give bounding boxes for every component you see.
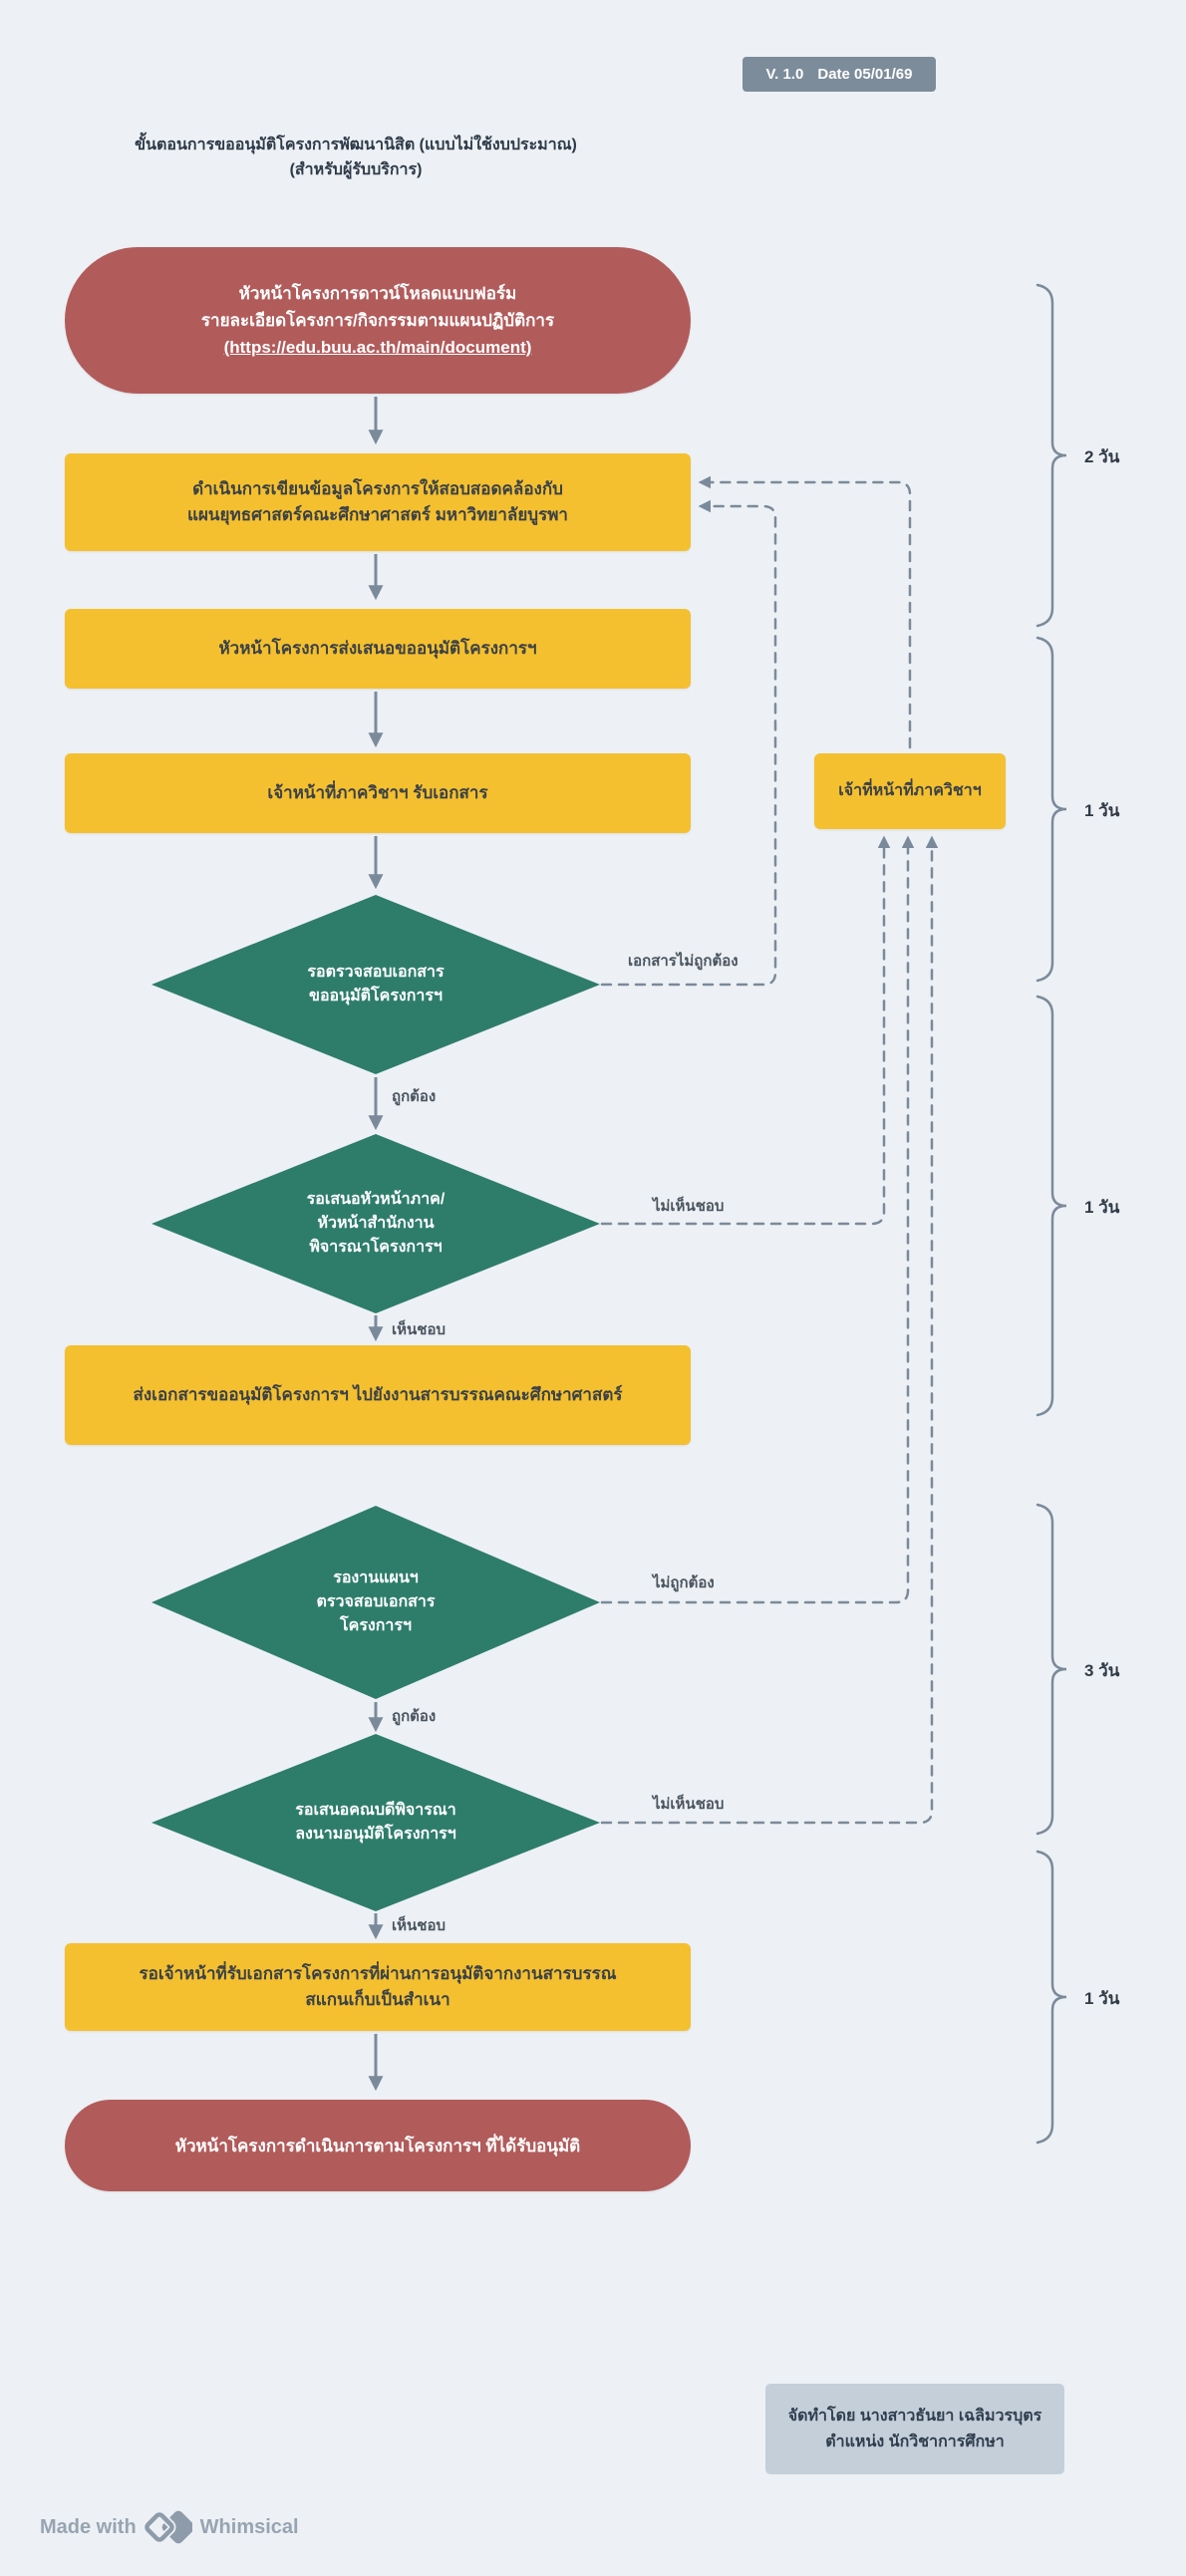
edge-label-disapprove-1: ไม่เห็นชอบ bbox=[653, 1198, 725, 1215]
duration-2: 1 วัน bbox=[1084, 801, 1120, 820]
receive-docs-label: เจ้าหน้าที่ภาควิชาฯ รับเอกสาร bbox=[267, 783, 488, 802]
scan-copy-line-1: รอเจ้าหน้าที่รับเอกสารโครงการที่ผ่านการอ… bbox=[139, 1964, 617, 1983]
duration-braces bbox=[1036, 283, 1067, 2145]
edge-label-incorrect-2: ไม่ถูกต้อง bbox=[653, 1574, 715, 1591]
write-project-line-1: ดำเนินการเขียนข้อมูลโครงการให้สอบสอดคล้อ… bbox=[192, 479, 563, 498]
node-write-project: ดำเนินการเขียนข้อมูลโครงการให้สอบสอดคล้อ… bbox=[65, 453, 691, 551]
duration-3: 1 วัน bbox=[1084, 1198, 1120, 1217]
document-link[interactable]: (https://edu.buu.ac.th/main/document) bbox=[223, 338, 532, 357]
attribution-box: จัดทำโดย นางสาวธันยา เฉลิมวรบุตร ตำแหน่ง… bbox=[765, 2384, 1064, 2474]
title-line-2: (สำหรับผู้รับบริการ) bbox=[289, 161, 423, 178]
edge-label-correct-1: ถูกต้อง bbox=[392, 1088, 437, 1105]
page-title: ขั้นตอนการขออนุมัติโครงการพัฒนานิสิต (แบ… bbox=[57, 133, 655, 182]
duration-4: 3 วัน bbox=[1084, 1661, 1120, 1680]
start-line-2: รายละเอียดโครงการ/กิจกรรมตามแผนปฏิบัติกา… bbox=[200, 311, 555, 330]
submit-label: หัวหน้าโครงการส่งเสนอขออนุมัติโครงการฯ bbox=[218, 639, 537, 658]
node-end: หัวหน้าโครงการดำเนินการตามโครงการฯ ที่ได… bbox=[65, 2100, 691, 2191]
duration-5: 1 วัน bbox=[1084, 1989, 1120, 2008]
version-label: V. 1.0 bbox=[765, 66, 804, 83]
plan-check-line-1: รองานแผนฯ bbox=[333, 1570, 419, 1586]
head-review-line-3: พิจารณาโครงการฯ bbox=[309, 1239, 443, 1256]
node-send-docs: ส่งเอกสารขออนุมัติโครงการฯ ไปยังงานสารบร… bbox=[65, 1345, 691, 1445]
made-with-label: Made with bbox=[40, 2515, 137, 2538]
edge-label-correct-2: ถูกต้อง bbox=[392, 1708, 437, 1725]
title-line-1: ขั้นตอนการขออนุมัติโครงการพัฒนานิสิต (แบ… bbox=[135, 137, 577, 153]
end-label: หัวหน้าโครงการดำเนินการตามโครงการฯ ที่ได… bbox=[174, 2136, 581, 2155]
scan-copy-line-2: สแกนเก็บเป็นสำเนา bbox=[305, 1990, 450, 2009]
node-scan-copy: รอเจ้าหน้าที่รับเอกสารโครงการที่ผ่านการอ… bbox=[65, 1943, 691, 2031]
node-start: หัวหน้าโครงการดาวน์โหลดแบบฟอร์ม รายละเอี… bbox=[65, 247, 691, 394]
head-review-line-1: รอเสนอหัวหน้าภาค/ bbox=[306, 1191, 445, 1208]
decision-head-review: รอเสนอหัวหน้าภาค/ หัวหน้าสำนักงาน พิจารณ… bbox=[151, 1134, 600, 1313]
decision-dean-review: รอเสนอคณบดีพิจารณา ลงนามอนุมัติโครงการฯ bbox=[151, 1734, 600, 1911]
version-badge: V. 1.0 Date 05/01/69 bbox=[742, 57, 936, 92]
attribution-line-1: จัดทำโดย นางสาวธันยา เฉลิมวรบุตร bbox=[787, 2407, 1042, 2425]
plan-check-line-2: ตรวจสอบเอกสาร bbox=[316, 1593, 436, 1610]
edge-label-approve-1: เห็นชอบ bbox=[392, 1321, 445, 1338]
node-receive-docs: เจ้าหน้าที่ภาควิชาฯ รับเอกสาร bbox=[65, 753, 691, 833]
dean-review-line-1: รอเสนอคณบดีพิจารณา bbox=[295, 1802, 456, 1819]
edge-label-approve-2: เห็นชอบ bbox=[392, 1917, 445, 1934]
decision-check-docs: รอตรวจสอบเอกสาร ขออนุมัติโครงการฯ bbox=[151, 895, 600, 1074]
date-label: Date 05/01/69 bbox=[817, 66, 913, 83]
send-docs-label: ส่งเอกสารขออนุมัติโครงการฯ ไปยังงานสารบร… bbox=[133, 1385, 623, 1404]
edge-label-disapprove-2: ไม่เห็นชอบ bbox=[653, 1796, 725, 1813]
check-docs-line-1: รอตรวจสอบเอกสาร bbox=[307, 964, 445, 981]
duration-1: 2 วัน bbox=[1084, 447, 1120, 466]
dept-officer-label: เจ้าที่หน้าที่ภาควิชาฯ bbox=[838, 782, 982, 799]
dean-review-line-2: ลงนามอนุมัติโครงการฯ bbox=[295, 1826, 456, 1843]
whimsical-brand-label[interactable]: Whimsical bbox=[199, 2515, 299, 2538]
footer: Made with Whimsical bbox=[40, 2505, 299, 2549]
plan-check-line-3: โครงการฯ bbox=[340, 1617, 412, 1634]
node-submit: หัวหน้าโครงการส่งเสนอขออนุมัติโครงการฯ bbox=[65, 609, 691, 689]
node-dept-officer: เจ้าที่หน้าที่ภาควิชาฯ bbox=[814, 753, 1006, 829]
whimsical-logo-icon bbox=[144, 2507, 192, 2547]
head-review-line-2: หัวหน้าสำนักงาน bbox=[317, 1215, 435, 1232]
start-line-1: หัวหน้าโครงการดาวน์โหลดแบบฟอร์ม bbox=[238, 284, 517, 303]
check-docs-line-2: ขออนุมัติโครงการฯ bbox=[309, 988, 443, 1004]
attribution-line-2: ตำแหน่ง นักวิชาการศึกษา bbox=[825, 2433, 1005, 2450]
decision-plan-check: รองานแผนฯ ตรวจสอบเอกสาร โครงการฯ bbox=[151, 1506, 600, 1699]
write-project-line-2: แผนยุทธศาสตร์คณะศึกษาศาสตร์ มหาวิทยาลัยบ… bbox=[187, 505, 568, 524]
edge-label-incorrect-docs: เอกสารไม่ถูกต้อง bbox=[628, 953, 739, 970]
